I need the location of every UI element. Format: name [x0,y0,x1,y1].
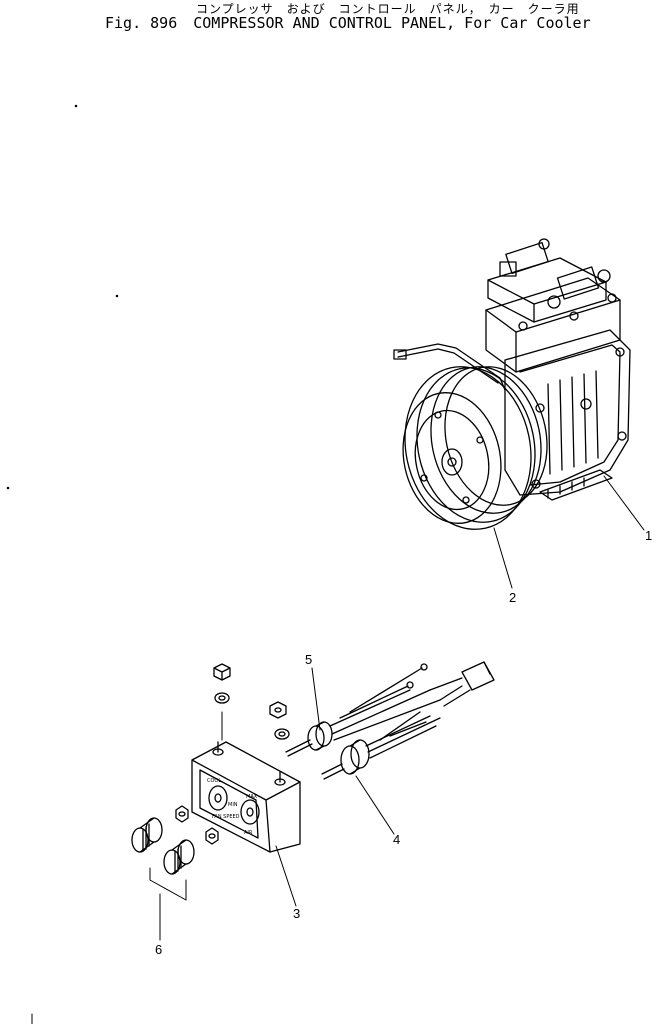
compressor-assembly [393,238,631,530]
title-english: Fig. 896 COMPRESSOR AND CONTROL PANEL, Fo… [105,14,660,36]
callout-4: 4 [393,832,400,847]
leader-lines [159,475,645,941]
panel-labels: COOL MAX MIN FAN SPEED AIR [207,778,258,836]
panel-label-max: MAX [246,794,258,800]
callout-3: 3 [293,906,300,921]
panel-label-air: AIR [244,830,253,836]
figure-number: Fig. 896 [105,14,178,32]
figure-title: COMPRESSOR AND CONTROL PANEL, For Car Co… [193,14,591,32]
panel-label-min: MIN [228,802,238,808]
title-japanese: コンプレッサ および コントロール パネル， カー クーラ用 [196,2,580,16]
callout-5: 5 [305,652,312,667]
callout-1: 1 [645,528,652,543]
panel-label-cool: COOL [207,778,221,784]
control-panel-parts [131,661,495,901]
callout-6: 6 [155,942,162,957]
callout-2: 2 [509,590,516,605]
panel-label-fan-speed: FAN SPEED [212,814,240,820]
